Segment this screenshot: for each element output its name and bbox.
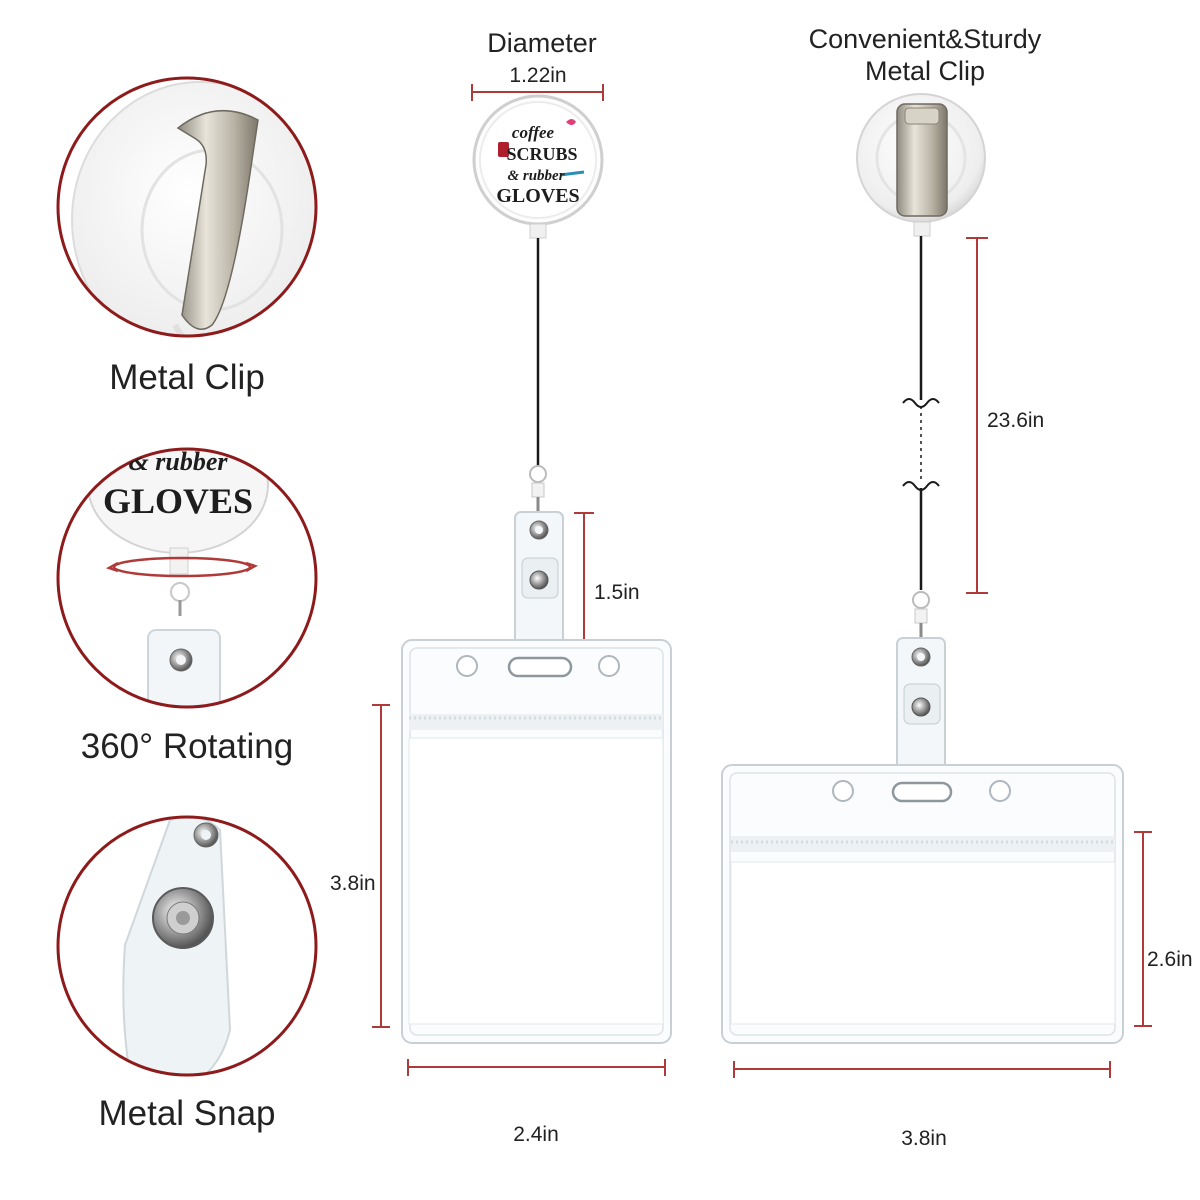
- horizontal-holder-width-value: 3.8in: [901, 1127, 947, 1150]
- badge-text-line-3: & rubber: [507, 168, 564, 184]
- horizontal-holder-height-value: 2.6in: [1147, 948, 1193, 971]
- vertical-holder-height-value: 3.8in: [330, 872, 376, 895]
- feature-label-metal-clip: Metal Clip: [109, 358, 265, 397]
- feature-label-metal-snap: Metal Snap: [98, 1094, 276, 1133]
- badge-text-line-2: SCRUBS: [506, 144, 577, 164]
- metal-snap-inset: [56, 815, 318, 1077]
- diameter-value: 1.22in: [509, 64, 567, 87]
- vertical-holder-width-value: 2.4in: [513, 1123, 559, 1146]
- badge-text-line-1: coffee: [512, 123, 555, 142]
- clip-heading-line-2: Metal Clip: [864, 56, 986, 86]
- badge-print: coffee SCRUBS & rubber GLOVES: [496, 123, 579, 207]
- metal-clip-inset: [56, 76, 318, 338]
- badge-text-line-4: GLOVES: [496, 185, 579, 207]
- vertical-badge-reel: [372, 84, 672, 1076]
- clip-heading-line-1: Convenient&Sturdy: [808, 24, 1042, 54]
- horizontal-badge-reel: [721, 93, 1152, 1078]
- inset-text-line-2: GLOVES: [103, 481, 253, 521]
- cord-length-value: 23.6in: [987, 409, 1045, 432]
- diameter-heading: Diameter: [487, 28, 597, 58]
- feature-label-rotating: 360° Rotating: [80, 727, 294, 766]
- strap-length-value: 1.5in: [594, 581, 640, 604]
